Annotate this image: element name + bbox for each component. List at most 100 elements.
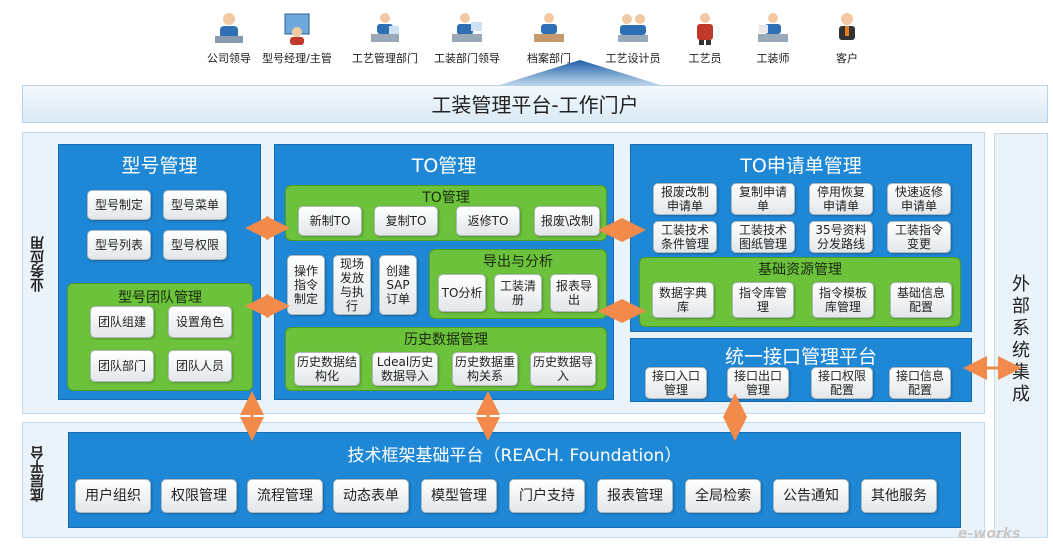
instruction-library-button[interactable]: 指令库管理	[732, 282, 794, 318]
role-label: 档案部门	[527, 52, 571, 65]
instruction-template-button[interactable]: 指令模板库管理	[812, 282, 874, 318]
model-mgmt-button[interactable]: 模型管理	[421, 479, 497, 513]
to-inner-title: TO管理	[422, 190, 470, 206]
base-resource-group: 基础资源管理 数据字典库 指令库管理 指令模板库管理 基础信息配置	[639, 257, 961, 327]
to-request-panel: TO申请单管理 报废改制申请单 复制申请单 停用恢复申请单 快速返修申请单 工装…	[630, 144, 972, 332]
scrap-modify-button[interactable]: 报废\改制	[534, 206, 600, 236]
eworks-logo: e-works	[958, 526, 1021, 542]
role-customer: 客户	[812, 8, 882, 66]
interface-platform-title: 统一接口管理平台	[724, 346, 877, 368]
role-label: 工装师	[756, 52, 790, 65]
role-process-designer: 工艺设计员	[598, 8, 668, 66]
permission-mgmt-button[interactable]: 权限管理	[161, 479, 237, 513]
model-define-button[interactable]: 型号制定	[87, 190, 151, 220]
copy-request-button[interactable]: 复制申请单	[731, 183, 795, 215]
model-permission-button[interactable]: 型号权限	[163, 230, 227, 260]
foundation-platform-panel: 技术框架基础平台（REACH. Foundation） 用户组织 权限管理 流程…	[68, 432, 961, 528]
model-menu-button[interactable]: 型号菜单	[163, 190, 227, 220]
to-request-title: TO申请单管理	[740, 155, 862, 177]
export-analysis-group: 导出与分析 TO分析 工装清册 报表导出	[429, 249, 607, 319]
notice-button[interactable]: 公告通知	[773, 479, 849, 513]
base-info-config-button[interactable]: 基础信息配置	[890, 282, 952, 318]
export-analysis-title: 导出与分析	[483, 254, 553, 270]
interface-platform-panel: 统一接口管理平台 接口入口管理 接口出口管理 接口权限配置 接口信息配置	[630, 338, 972, 402]
tooling-list-button[interactable]: 工装清册	[494, 274, 542, 312]
portal-support-button[interactable]: 门户支持	[509, 479, 585, 513]
tooling-tech-condition-button[interactable]: 工装技术条件管理	[653, 221, 717, 253]
scrap-request-button[interactable]: 报废改制申请单	[653, 183, 717, 215]
history-data-title: 历史数据管理	[404, 332, 488, 348]
history-data-group: 历史数据管理 历史数据结构化 Ldeal历史数据导入 历史数据重构关系 历史数据…	[285, 327, 607, 391]
to-inner-group: TO管理 新制TO 复制TO 返修TO 报废\改制	[285, 185, 607, 241]
other-services-button[interactable]: 其他服务	[861, 479, 937, 513]
operation-instruction-button[interactable]: 操作指令制定	[287, 255, 325, 315]
tooling-engineer-icon	[758, 13, 788, 42]
role-company-leader: 公司领导	[194, 8, 264, 66]
model-management-panel: 型号管理 型号制定 型号菜单 型号列表 型号权限 型号团队管理 团队组建 设置角…	[58, 144, 261, 400]
role-model-manager: 型号经理/主管	[262, 8, 332, 66]
global-search-button[interactable]: 全局检索	[685, 479, 761, 513]
model-team-title: 型号团队管理	[118, 290, 202, 306]
work-portal-bar: 工装管理平台-工作门户	[22, 85, 1048, 123]
report-mgmt-button[interactable]: 报表管理	[597, 479, 673, 513]
interface-entry-button[interactable]: 接口入口管理	[645, 367, 707, 399]
role-tooling-dept-leader: 工装部门领导	[432, 8, 502, 66]
dynamic-form-button[interactable]: 动态表单	[333, 479, 409, 513]
company-leader-icon	[215, 13, 243, 43]
role-label: 工装部门领导	[434, 52, 500, 65]
interface-exit-button[interactable]: 接口出口管理	[727, 367, 789, 399]
user-org-button[interactable]: 用户组织	[75, 479, 151, 513]
base-resource-title: 基础资源管理	[758, 262, 842, 278]
interface-permission-button[interactable]: 接口权限配置	[811, 367, 873, 399]
base-zone-label: 底层平台	[30, 446, 46, 502]
tooling-tech-drawing-button[interactable]: 工装技术图纸管理	[731, 221, 795, 253]
process-dept-icon	[371, 13, 399, 42]
role-label: 客户	[836, 52, 858, 65]
onsite-release-button[interactable]: 现场发放与执行	[333, 255, 371, 315]
copy-to-button[interactable]: 复制TO	[374, 206, 438, 236]
foundation-platform-title: 技术框架基础平台（REACH. Foundation）	[347, 446, 682, 466]
model-manager-icon	[284, 13, 310, 45]
model-management-title: 型号管理	[121, 155, 198, 177]
business-zone-label: 业务应用	[30, 236, 46, 292]
process-staff-icon	[697, 13, 713, 45]
role-process-staff: 工艺员	[670, 8, 740, 66]
interface-info-config-button[interactable]: 接口信息配置	[889, 367, 951, 399]
fast-repair-request-button[interactable]: 快速返修申请单	[887, 183, 951, 215]
model-list-button[interactable]: 型号列表	[87, 230, 151, 260]
process-designer-icon	[618, 14, 648, 42]
suspend-resume-request-button[interactable]: 停用恢复申请单	[809, 183, 873, 215]
role-label: 公司领导	[207, 52, 251, 65]
to-analysis-button[interactable]: TO分析	[438, 274, 486, 312]
role-label: 工艺员	[688, 52, 722, 65]
doc35-route-button[interactable]: 35号资料分发路线	[809, 221, 873, 253]
history-structuring-button[interactable]: 历史数据结构化	[294, 352, 360, 386]
history-rebuild-relation-button[interactable]: 历史数据重构关系	[452, 352, 518, 386]
team-build-button[interactable]: 团队组建	[90, 306, 154, 338]
ldeal-history-import-button[interactable]: Ldeal历史数据导入	[372, 352, 438, 386]
set-role-button[interactable]: 设置角色	[168, 306, 232, 338]
tooling-instruction-change-button[interactable]: 工装指令变更	[887, 221, 951, 253]
team-dept-button[interactable]: 团队部门	[90, 350, 154, 382]
to-management-title: TO管理	[411, 155, 477, 177]
role-process-dept: 工艺管理部门	[350, 8, 420, 66]
create-sap-order-button[interactable]: 创建SAP订单	[379, 255, 417, 315]
role-label: 工艺管理部门	[352, 52, 418, 65]
to-management-panel: TO管理 TO管理 新制TO 复制TO 返修TO 报废\改制 操作指令制定 现场…	[274, 144, 614, 400]
history-import-button[interactable]: 历史数据导入	[530, 352, 596, 386]
role-tooling-engineer: 工装师	[738, 8, 808, 66]
repair-to-button[interactable]: 返修TO	[456, 206, 520, 236]
role-archive-dept: 档案部门	[514, 8, 584, 66]
workflow-mgmt-button[interactable]: 流程管理	[247, 479, 323, 513]
team-member-button[interactable]: 团队人员	[168, 350, 232, 382]
new-to-button[interactable]: 新制TO	[298, 206, 362, 236]
customer-icon	[839, 13, 855, 40]
data-dictionary-button[interactable]: 数据字典库	[652, 282, 714, 318]
report-export-button[interactable]: 报表导出	[550, 274, 598, 312]
tooling-dept-leader-icon	[452, 13, 482, 42]
model-team-group: 型号团队管理 团队组建 设置角色 团队部门 团队人员	[67, 283, 253, 391]
role-label: 工艺设计员	[605, 52, 661, 65]
portal-arrow-icon	[490, 60, 670, 88]
archive-dept-icon	[534, 13, 564, 42]
external-integration-panel: 外部系统集成	[994, 133, 1048, 538]
